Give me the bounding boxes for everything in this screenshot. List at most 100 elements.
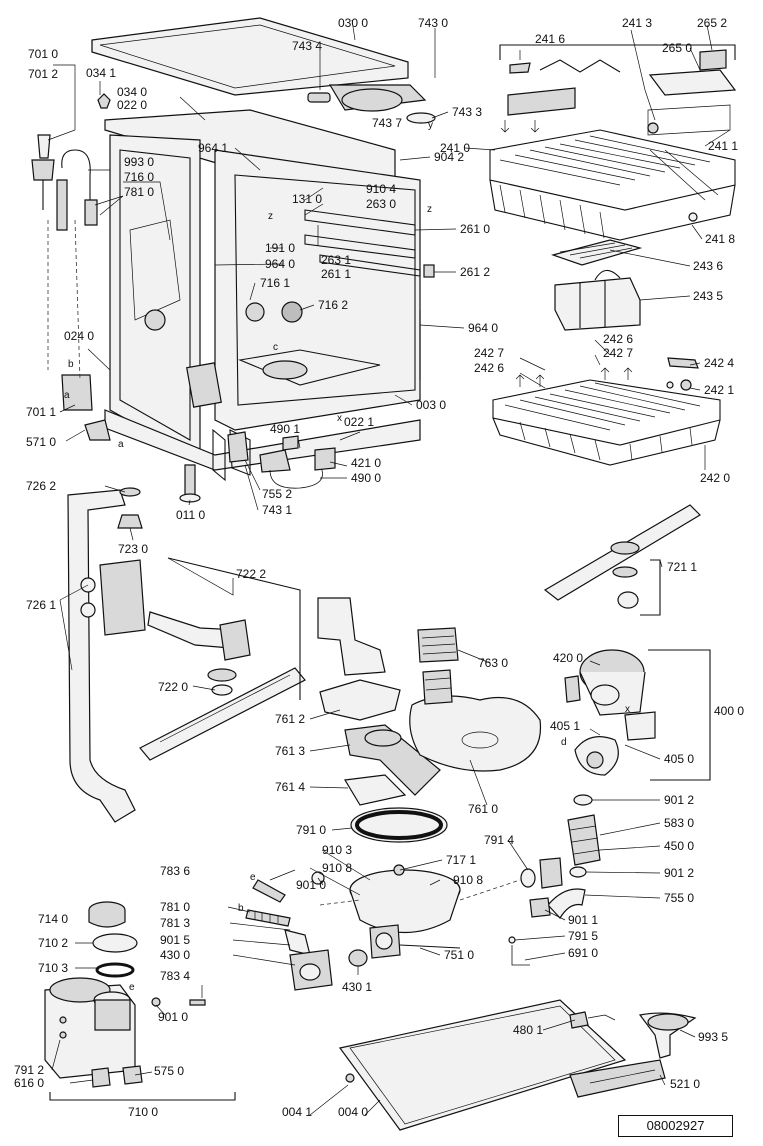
label-901-0-mid: 901 0 [296,878,326,892]
label-241-8: 241 8 [705,232,735,246]
label-261-1: 261 1 [321,267,351,281]
label-004-1: 004 1 [282,1105,312,1119]
label-242-7-right: 242 7 [603,346,633,360]
label-904-2: 904 2 [434,150,464,164]
label-783-6: 783 6 [160,864,190,878]
label-616-0: 616 0 [14,1076,44,1090]
label-791-4: 791 4 [484,833,514,847]
label-743-1: 743 1 [262,503,292,517]
label-490-0: 490 0 [351,471,381,485]
label-910-8-right: 910 8 [453,873,483,887]
label-261-0: 261 0 [460,222,490,236]
label-761-4: 761 4 [275,780,305,794]
letter-e-1: e [250,872,256,883]
label-910-4: 910 4 [366,182,396,196]
label-405-0: 405 0 [664,752,694,766]
label-701-1: 701 1 [26,405,56,419]
label-265-2: 265 2 [697,16,727,30]
label-011-0: 011 0 [176,508,205,522]
label-716-2: 716 2 [318,298,348,312]
label-743-7: 743 7 [372,116,402,130]
label-910-8-left: 910 8 [322,861,352,875]
label-901-1: 901 1 [568,913,598,927]
letter-e-2: e [129,982,135,993]
label-721-1: 721 1 [667,560,697,574]
label-755-2: 755 2 [262,487,292,501]
tub-frame [104,109,435,482]
label-716-0: 716 0 [124,170,154,184]
letter-a-1: a [64,390,70,401]
letter-b-2: b [238,903,244,914]
label-242-1: 242 1 [704,383,734,397]
label-701-2: 701 2 [28,67,58,81]
label-242-4: 242 4 [704,356,734,370]
label-710-3: 710 3 [38,961,68,975]
label-583-0: 583 0 [664,816,694,830]
label-910-3: 910 3 [322,843,352,857]
label-242-7-left: 242 7 [474,346,504,360]
label-191-0: 191 0 [265,241,295,255]
label-714-0: 714 0 [38,912,68,926]
label-743-4: 743 4 [292,39,322,53]
softener-710 [44,901,236,1101]
label-761-0: 761 0 [468,802,498,816]
motor-pump-400 [520,649,711,919]
tub-accessories [31,84,436,503]
label-791-0: 791 0 [296,823,326,837]
label-571-0: 571 0 [26,435,56,449]
part-labels: 030 0 743 0 743 4 743 3 743 7 701 0 701 … [14,16,744,1119]
upper-basket-241 [489,44,737,241]
label-781-0-bottom: 781 0 [160,900,190,914]
label-783-4: 783 4 [160,969,190,983]
label-964-1: 964 1 [198,141,228,155]
base-plate-004 [338,999,697,1131]
label-241-6: 241 6 [535,32,565,46]
label-243-6: 243 6 [693,259,723,273]
label-243-5: 243 5 [693,289,723,303]
label-261-2: 261 2 [460,265,490,279]
label-022-0: 022 0 [117,98,147,112]
label-722-0: 722 0 [158,680,188,694]
label-521-0: 521 0 [670,1077,700,1091]
label-034-1: 034 1 [86,66,116,80]
label-717-1: 717 1 [446,853,476,867]
letter-x-2: x [625,704,630,715]
label-710-2: 710 2 [38,936,68,950]
label-490-1: 490 1 [270,422,300,436]
label-242-6-right: 242 6 [603,332,633,346]
label-716-1: 716 1 [260,276,290,290]
connection-letters: a b a c x z z y b e e d x [64,120,630,993]
label-723-0: 723 0 [118,542,148,556]
letter-a-2: a [118,439,124,450]
label-265-0: 265 0 [662,41,692,55]
label-024-0: 024 0 [64,329,94,343]
label-901-5: 901 5 [160,933,190,947]
sump-751 [319,807,521,967]
label-901-0-bottom: 901 0 [158,1010,188,1024]
label-263-0: 263 0 [366,197,396,211]
worktop-030-0 [91,17,409,96]
label-691-0: 691 0 [568,946,598,960]
supply-pipe-726 [67,487,146,823]
label-241-3: 241 3 [622,16,652,30]
label-761-2: 761 2 [275,712,305,726]
label-241-1: 241 1 [708,139,738,153]
label-901-2-top: 901 2 [664,793,694,807]
label-743-3: 743 3 [452,105,482,119]
letter-x-1: x [337,413,342,424]
label-421-0: 421 0 [351,456,381,470]
label-263-1: 263 1 [321,253,351,267]
filter-assembly-761 [317,597,542,806]
label-405-1: 405 1 [550,719,580,733]
label-710-0: 710 0 [128,1105,158,1119]
label-034-0: 034 0 [117,85,147,99]
label-241-0: 241 0 [440,141,470,155]
letter-z-1: z [268,211,273,222]
label-450-0: 450 0 [664,839,694,853]
label-575-0: 575 0 [154,1064,184,1078]
label-763-0: 763 0 [478,656,508,670]
label-701-0: 701 0 [28,47,58,61]
upper-spray-721 [543,504,701,616]
label-722-2: 722 2 [236,567,266,581]
